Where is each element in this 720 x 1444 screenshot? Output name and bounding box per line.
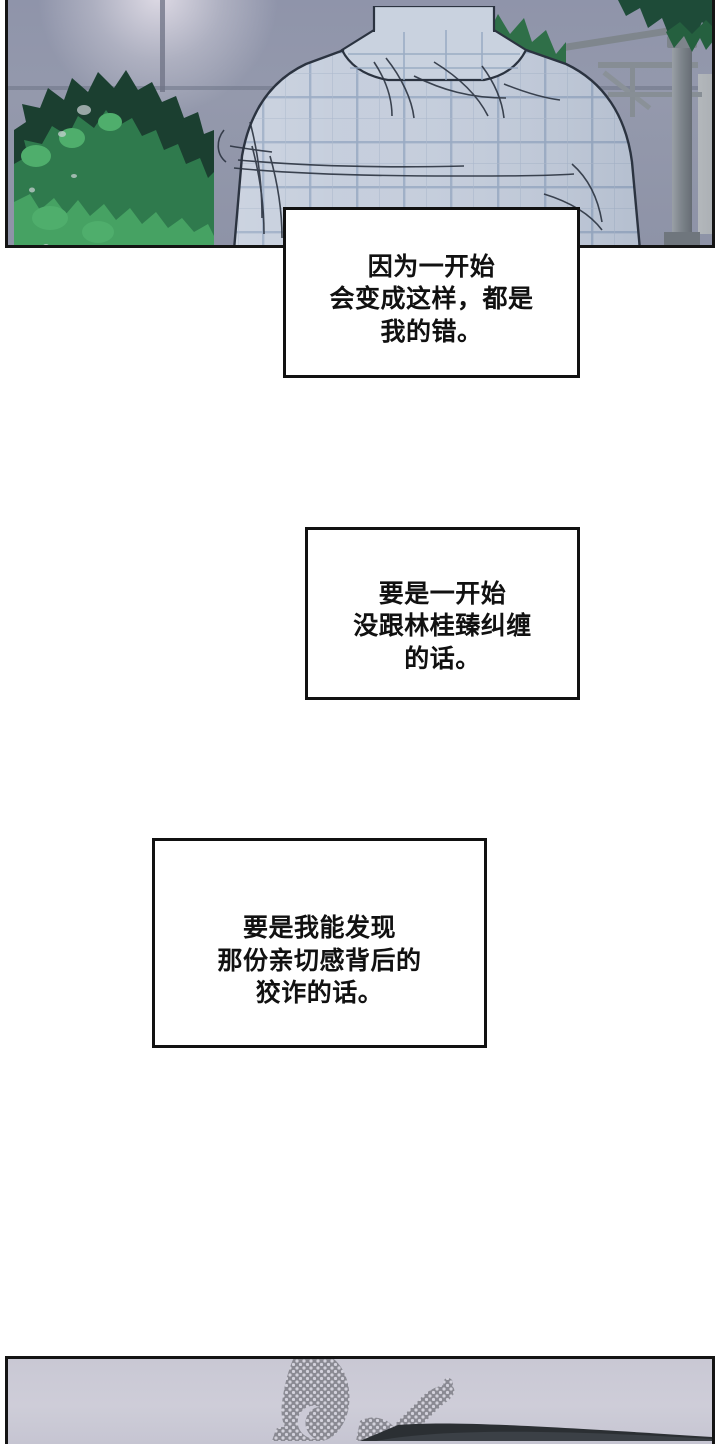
narration-box-3: 要是我能发现 那份亲切感背后的 狡诈的话。 <box>152 838 487 1048</box>
railing-post <box>672 38 692 245</box>
comic-panel-top <box>5 0 715 248</box>
narration-box-2: 要是一开始 没跟林桂臻纠缠 的话。 <box>305 527 580 700</box>
railing-horizontal-bar-upper <box>598 62 698 68</box>
foliage-left-bush-icon <box>14 70 214 245</box>
railing-horizontal-bar-lower <box>608 92 702 97</box>
narration-box-1: 因为一开始 会变成这样，都是 我的错。 <box>283 207 580 378</box>
comic-panel-bottom <box>5 1356 715 1444</box>
narration-box-3-text: 要是我能发现 那份亲切感背后的 狡诈的话。 <box>217 913 422 1008</box>
street-pole-icon <box>160 0 165 92</box>
narration-box-2-text: 要是一开始 没跟林桂臻纠缠 的话。 <box>353 578 532 673</box>
narration-box-1-text: 因为一开始 会变成这样，都是 我的错。 <box>329 251 534 346</box>
foliage-top-right-icon <box>618 0 712 52</box>
man-back-plaid-shirt-icon <box>217 6 641 245</box>
halftone-silhouette-icon <box>272 1359 712 1441</box>
railing-vertical-bar <box>630 62 635 117</box>
far-wall <box>698 74 712 234</box>
railing-post-base <box>664 232 700 245</box>
